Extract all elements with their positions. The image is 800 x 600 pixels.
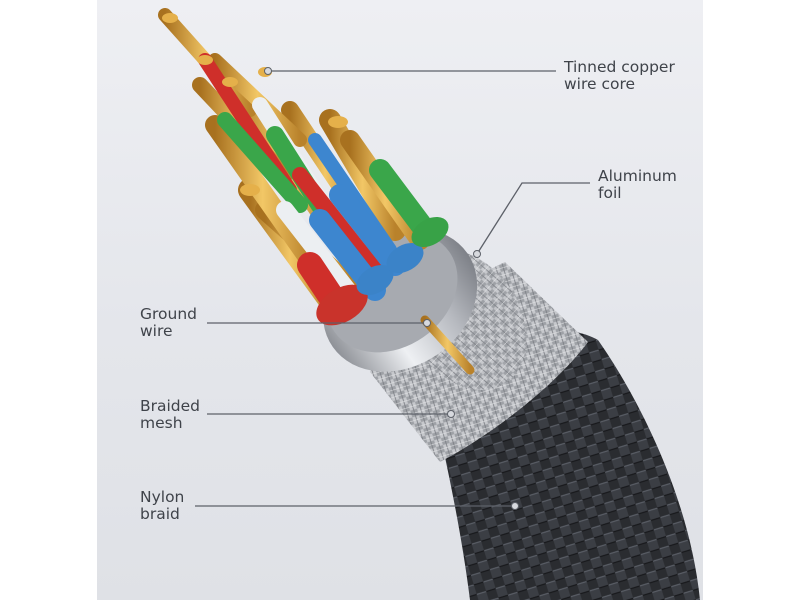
label-aluminum-foil: Aluminum foil	[598, 167, 677, 202]
ground-wire	[420, 315, 475, 375]
leader-line-aluminum-foil	[476, 182, 590, 255]
label-tinned-copper-wire-core: Tinned copper wire core	[564, 58, 675, 93]
label-ground-wire: Ground wire	[140, 305, 198, 340]
leader-dots	[264, 67, 519, 510]
insulated-conductors	[198, 53, 436, 323]
label-braided-mesh: Braided mesh	[140, 397, 201, 432]
leader-lines	[195, 70, 590, 507]
label-nylon-braid: Nylon braid	[140, 488, 185, 523]
